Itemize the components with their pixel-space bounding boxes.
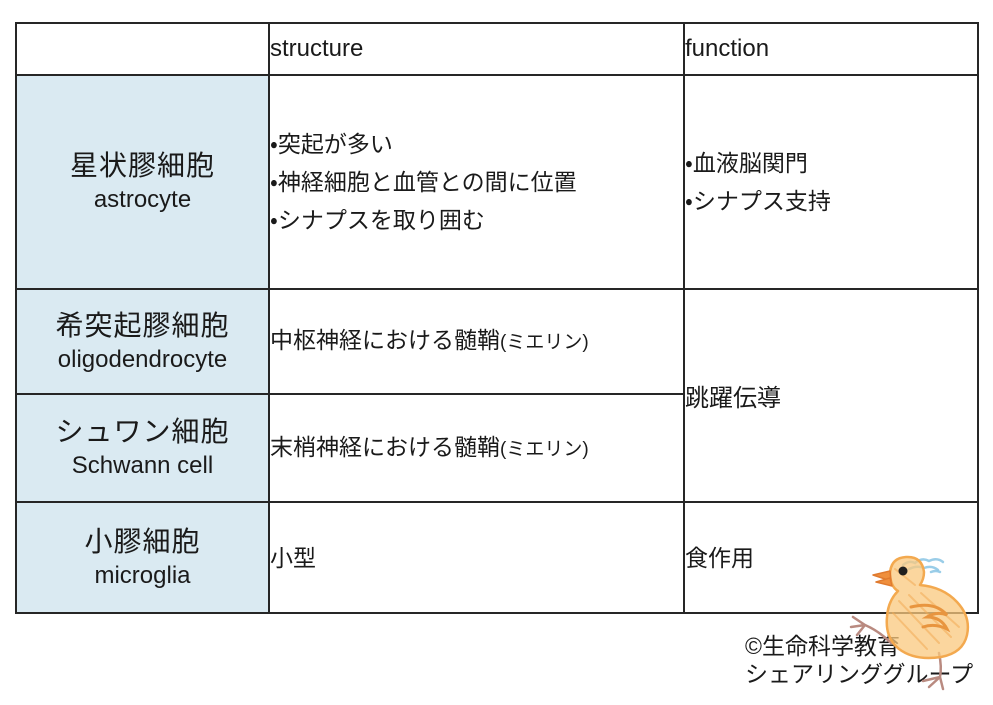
merged-function-cell: 跳躍伝導 [683, 288, 979, 503]
row-header-oligodendrocyte: 希突起膠細胞 oligodendrocyte [15, 288, 270, 395]
credit-line-2: シェアリンググループ [745, 661, 974, 687]
column-header-structure: structure [268, 22, 685, 76]
cell-name-en: Schwann cell [71, 452, 214, 479]
copyright-credit: ©生命科学教育 シェアリンググループ [745, 632, 973, 688]
cell-name-ja: 小膠細胞 [84, 525, 201, 557]
row-header-astrocyte: 星状膠細胞 astrocyte [15, 74, 270, 290]
table-row-oligodendrocyte: 希突起膠細胞 oligodendrocyte 中枢神経における髄鞘(ミエリン) … [15, 288, 979, 503]
function-bullet: ・血液脳関門 [685, 150, 808, 176]
microglia-structure-cell: 小型 [268, 501, 685, 614]
microglia-function-cell: 食作用 [683, 501, 979, 614]
cell-name-en: oligodendrocyte [57, 345, 228, 373]
structure-bullet: ・神経細胞と血管との間に位置 [270, 169, 577, 195]
cell-name-ja: 希突起膠細胞 [55, 309, 230, 341]
corner-cell [15, 22, 270, 76]
structure-bullet: ・シナプスを取り囲む [270, 207, 485, 233]
function-text: 食作用 [685, 544, 754, 571]
column-header-function: function [683, 22, 979, 76]
credit-line-1: ©生命科学教育 [745, 633, 900, 659]
structure-paren-text: (ミエリン) [500, 438, 589, 460]
row-header-schwann-cell: シュワン細胞 Schwann cell [15, 393, 270, 503]
astrocyte-function-cell: ・血液脳関門 ・シナプス支持 [683, 74, 979, 290]
table-header-row: structure function [15, 22, 979, 76]
cell-name-en: astrocyte [93, 186, 192, 213]
schwann-structure-cell: 末梢神経における髄鞘(ミエリン) [268, 393, 685, 503]
cell-name-en: microglia [94, 561, 191, 589]
glia-cells-table: structure function 星状膠細胞 astrocyte ・突起が多… [15, 22, 979, 614]
table-row-schwann-cell: シュワン細胞 Schwann cell 末梢神経における髄鞘(ミエリン) [15, 393, 978, 503]
structure-text: 中枢神経における髄鞘 [270, 327, 500, 353]
function-bullet: ・シナプス支持 [685, 188, 831, 214]
cell-name-ja: シュワン細胞 [55, 416, 230, 447]
structure-text: 末梢神経における髄鞘 [270, 433, 500, 460]
structure-text: 小型 [270, 544, 316, 571]
oligodendrocyte-structure-cell: 中枢神経における髄鞘(ミエリン) [268, 288, 685, 395]
cell-name-ja: 星状膠細胞 [69, 150, 215, 181]
row-header-microglia: 小膠細胞 microglia [15, 501, 270, 614]
table-row-microglia: 小膠細胞 microglia 小型 食作用 [15, 501, 979, 614]
astrocyte-structure-cell: ・突起が多い ・神経細胞と血管との間に位置 ・シナプスを取り囲む [268, 74, 685, 290]
table-row-astrocyte: 星状膠細胞 astrocyte ・突起が多い ・神経細胞と血管との間に位置 ・シ… [15, 74, 979, 290]
structure-bullet: ・突起が多い [270, 131, 393, 157]
structure-paren-text: (ミエリン) [500, 332, 589, 353]
